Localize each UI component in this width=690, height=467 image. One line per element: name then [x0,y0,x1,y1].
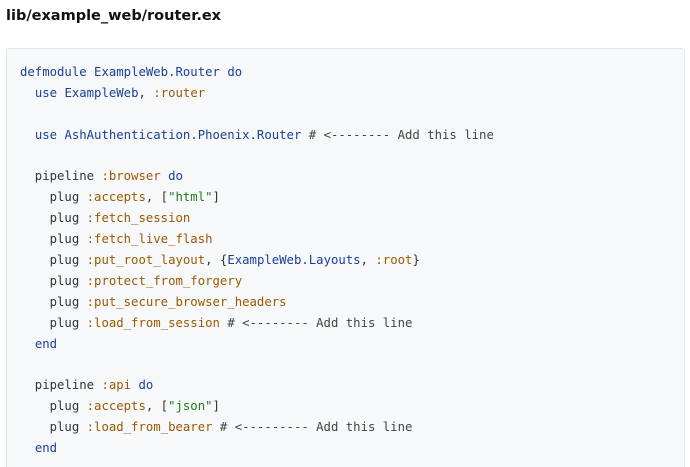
atom: :protect_from_forgery [86,273,243,288]
code-text [301,128,308,142]
code-line: plug :load_from_bearer # <--------- Add … [20,417,494,438]
module-name: ExampleWeb.Router [94,65,220,79]
string-literal: "json" [168,399,213,414]
code-text [20,441,35,455]
code-text: , { [205,253,228,268]
code-line: plug :fetch_session [20,208,494,229]
code-text [20,337,35,351]
string-literal: "html" [168,190,213,205]
code-text: plug [20,190,87,205]
keyword: end [34,441,58,456]
code-line: end [20,334,494,355]
code-line: plug :accepts, ["json"] [20,396,494,417]
atom: :put_secure_browser_headers [86,294,287,309]
module-name: AshAuthentication.Phoenix.Router [64,127,302,142]
code-line: pipeline :api do [20,375,494,396]
code-text: , [ [145,399,169,414]
atom: :accepts [86,399,146,414]
code-line: plug :fetch_live_flash [20,229,494,250]
code-text [20,86,35,100]
code-line: plug :load_from_session # <-------- Add … [20,313,494,334]
atom: :root [375,253,413,268]
code-line: plug :protect_from_forgery [20,271,494,292]
file-path-heading: lib/example_web/router.ex [6,8,222,24]
module-name: ExampleWeb.Layouts [227,253,361,268]
module-name: ExampleWeb [64,85,139,100]
comment: # <-------- Add this line [308,127,494,142]
atom: :fetch_session [86,211,191,226]
atom: :router [153,85,206,100]
keyword: do [138,378,154,393]
code-text: , [ [145,190,169,205]
atom: :api [101,378,132,393]
atom: :browser [101,169,161,184]
code-line [20,104,494,125]
atom: :fetch_live_flash [86,232,213,247]
atom: :load_from_bearer [86,420,213,435]
code-text [20,128,35,142]
atom: :accepts [86,190,146,205]
code-text: plug [20,273,87,288]
keyword: use [34,85,58,100]
comment: # <-------- Add this line [227,315,413,330]
code-line: defmodule ExampleWeb.Router do [20,62,494,83]
code-line [20,354,494,375]
code-line: plug :put_root_layout, {ExampleWeb.Layou… [20,250,494,271]
code-text [213,420,220,434]
atom: :put_root_layout [86,253,206,268]
code-text: , [360,253,376,268]
code-text: ] [212,399,220,414]
keyword: end [34,336,58,351]
atom: :load_from_session [86,315,220,330]
code-line: plug :accepts, ["html"] [20,187,494,208]
code-content: defmodule ExampleWeb.Router do use Examp… [20,62,494,459]
code-text: plug [20,211,87,226]
code-line: end [20,438,494,459]
code-block[interactable]: defmodule ExampleWeb.Router do use Examp… [6,48,685,467]
comment: # <--------- Add this line [219,420,413,435]
code-text: plug [20,253,87,268]
code-text: plug [20,420,87,435]
code-text: plug [20,399,87,414]
code-text: , [138,85,154,100]
keyword: do [168,169,183,184]
code-text: pipeline [20,169,102,184]
code-text: } [412,253,420,268]
code-text [161,169,168,183]
code-text [87,65,94,79]
code-line: use AshAuthentication.Phoenix.Router # <… [20,125,494,146]
keyword: do [227,65,243,79]
keyword: use [34,127,58,142]
code-text: plug [20,232,87,247]
code-line: use ExampleWeb, :router [20,83,494,104]
keyword: defmodule [20,65,87,79]
code-text: pipeline [20,378,102,393]
code-text: plug [20,294,87,309]
code-text: plug [20,315,87,330]
code-line: pipeline :browser do [20,166,494,187]
code-text: ] [212,190,220,205]
code-line: plug :put_secure_browser_headers [20,292,494,313]
code-line [20,146,494,167]
